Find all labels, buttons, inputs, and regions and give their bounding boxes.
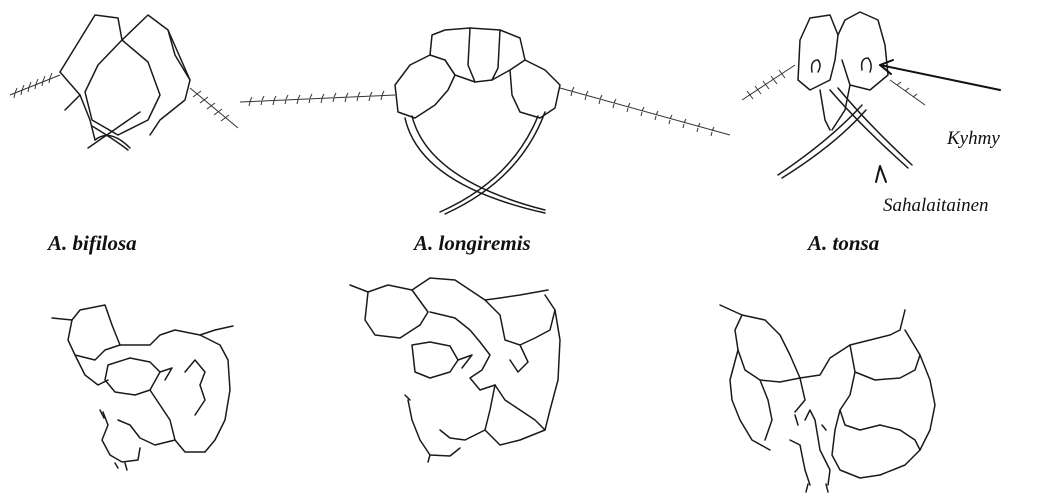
genus-abbrev: A. — [808, 231, 827, 255]
genus-abbrev: A. — [48, 231, 67, 255]
annotation-serrated: Sahalaitainen — [883, 195, 989, 217]
species-label-longiremis: A. longiremis — [414, 231, 531, 256]
species-name: longiremis — [439, 231, 531, 255]
species-name: tonsa — [833, 231, 880, 255]
bifilosa-fifth-leg-top — [10, 15, 238, 150]
species-label-bifilosa: A. bifilosa — [48, 231, 137, 256]
bifilosa-fifth-leg-bottom — [52, 305, 233, 470]
longiremis-fifth-leg-top — [240, 28, 730, 214]
species-name: bifilosa — [73, 231, 137, 255]
species-label-tonsa: A. tonsa — [808, 231, 879, 256]
tonsa-fifth-leg-top — [742, 12, 925, 178]
longiremis-fifth-leg-bottom — [350, 278, 560, 462]
annotation-knob: Kyhmy — [947, 128, 1000, 150]
tonsa-fifth-leg-bottom — [720, 305, 935, 492]
genus-abbrev: A. — [414, 231, 433, 255]
serrated-arrow — [876, 166, 886, 182]
